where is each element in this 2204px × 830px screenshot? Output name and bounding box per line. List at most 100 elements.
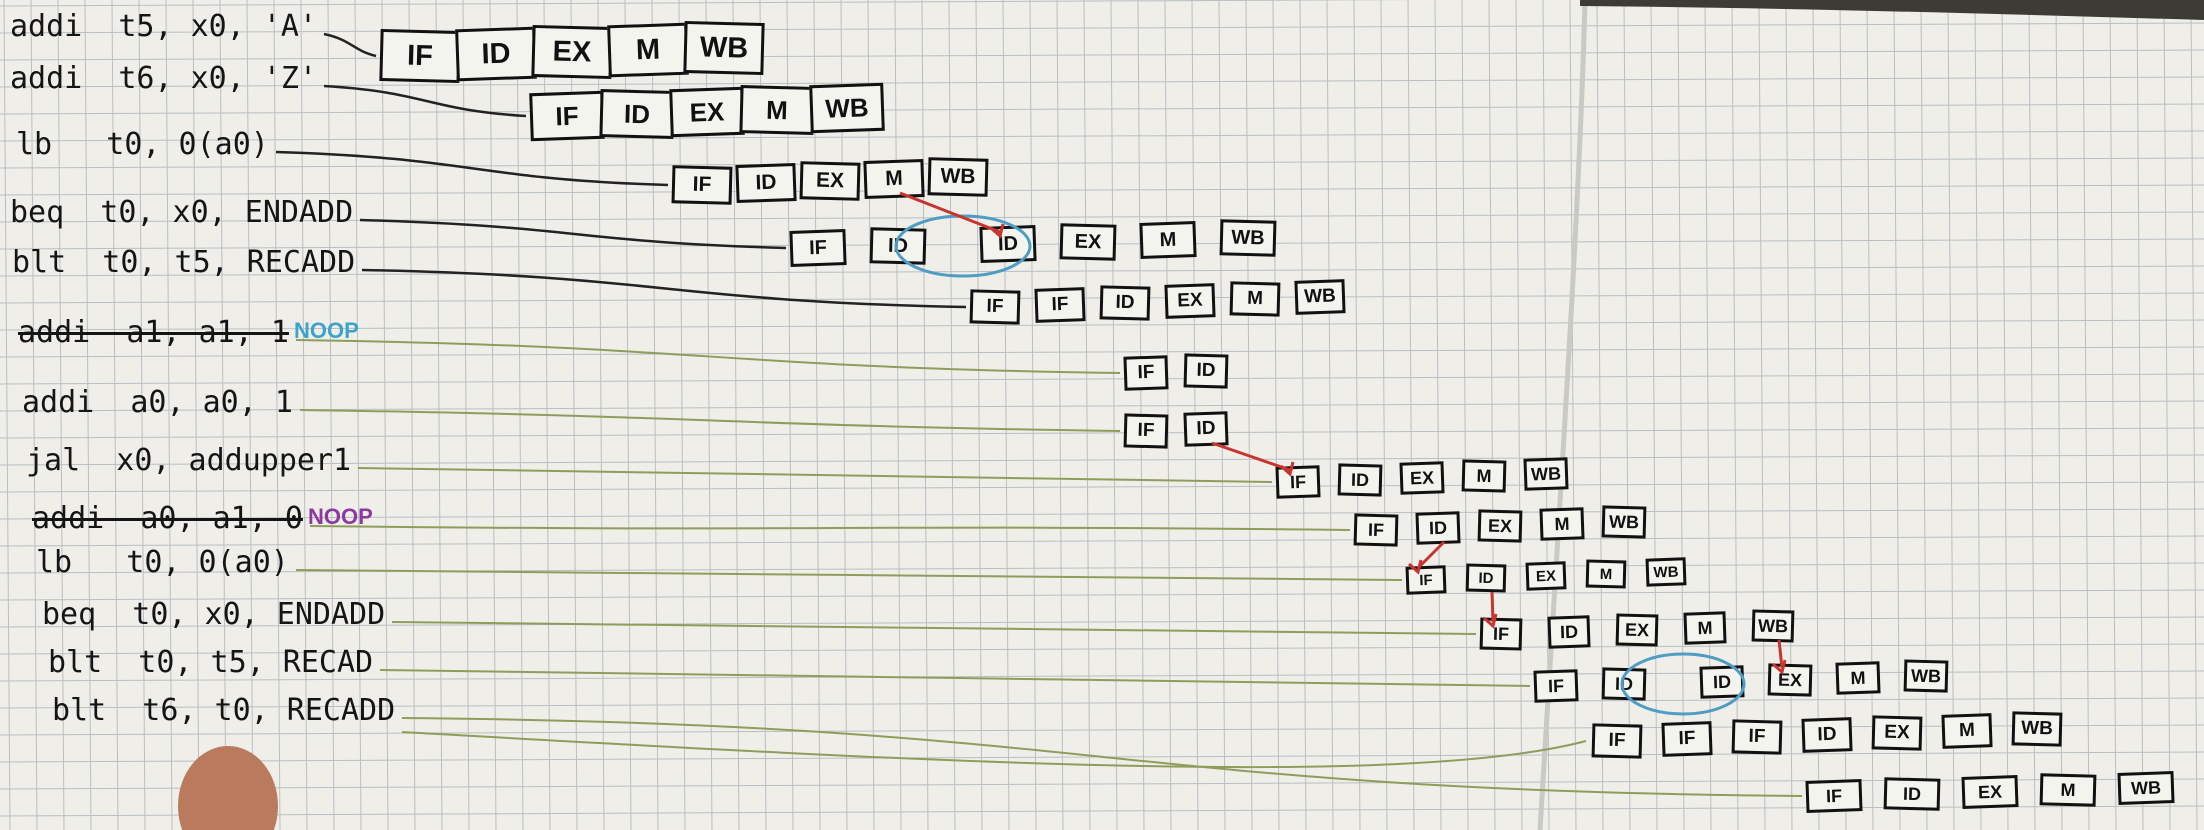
grid-line-horizontal: [0, 0, 1433, 7]
stage-if-box: IF: [1123, 413, 1169, 449]
stage-id-box: ID: [599, 89, 675, 139]
grid-line-vertical: [921, 0, 929, 830]
grid-line-vertical: [975, 0, 983, 830]
grid-line-horizontal: [0, 400, 2204, 412]
connector-line: [401, 717, 1803, 797]
grid-line-vertical: [1083, 0, 1091, 830]
stage-ex-box: EX: [531, 24, 613, 80]
grid-line-vertical: [84, 0, 92, 830]
instruction-line: addi a0, a0, 1: [22, 385, 293, 420]
connector-line: [379, 669, 1531, 687]
grid-line-vertical: [219, 0, 227, 830]
stage-ex-box: EX: [1477, 509, 1523, 543]
instruction-line: blt t0, t5, RECADD: [12, 245, 356, 280]
stage-id-box: ID: [1547, 615, 1591, 649]
grid-line-vertical: [948, 0, 956, 830]
grid-line-horizontal: [0, 184, 2204, 196]
stage-if-box: IF: [529, 90, 605, 142]
grid-line-vertical: [246, 0, 254, 830]
grid-line-vertical: [1758, 0, 1766, 830]
stage-if-box: IF: [1353, 513, 1399, 547]
stage-id-box: ID: [979, 225, 1037, 263]
instruction-line: addi a0, a1, 0: [32, 501, 303, 536]
grid-line-vertical: [138, 0, 146, 830]
stage-wb-box: WB: [2011, 711, 2063, 747]
grid-line-vertical: [462, 0, 470, 830]
stage-wb-box: WB: [927, 157, 989, 197]
grid-line-vertical: [894, 0, 902, 830]
grid-line-vertical: [1272, 0, 1280, 830]
stage-ex-box: EX: [669, 86, 745, 138]
grid-line-vertical: [1488, 0, 1496, 830]
grid-line-vertical: [2028, 0, 2036, 830]
grid-line-vertical: [111, 0, 119, 830]
stage-if-box: IF: [671, 165, 733, 205]
instruction-line: beq t0, x0, ENDADD: [10, 195, 354, 230]
stage-wb-box: WB: [683, 20, 765, 76]
stage-m-box: M: [1835, 661, 1881, 695]
grid-line-vertical: [1326, 0, 1334, 830]
connector-line: [357, 467, 1273, 483]
grid-line-horizontal: [0, 589, 2204, 601]
grid-line-vertical: [1002, 0, 1010, 830]
stage-id-box: ID: [1465, 563, 1507, 593]
stage-m-box: M: [863, 158, 925, 200]
stage-if-box: IF: [1661, 721, 1713, 757]
stage-ex-box: EX: [1961, 775, 2019, 809]
stage-m-box: M: [1585, 559, 1627, 589]
stage-m-box: M: [1139, 221, 1197, 259]
grid-line-vertical: [2136, 0, 2144, 830]
stage-ex-box: EX: [1164, 283, 1216, 319]
connector-line: [323, 32, 377, 58]
stage-if-box: IF: [1479, 617, 1523, 651]
finger: [178, 746, 278, 830]
stage-if-box: IF: [1591, 723, 1643, 759]
grid-line-vertical: [165, 0, 173, 830]
instruction-line: lb t0, 0(a0): [36, 545, 289, 580]
connector-line: [275, 150, 669, 187]
stage-if-box: IF: [1123, 355, 1169, 391]
stage-m-box: M: [739, 85, 815, 135]
grid-line-vertical: [30, 0, 38, 830]
stage-id-box: ID: [1699, 665, 1745, 699]
grid-line-vertical: [813, 0, 821, 830]
grid-line-vertical: [327, 0, 335, 830]
stage-m-box: M: [1941, 713, 1993, 749]
stage-wb-box: WB: [1523, 457, 1569, 491]
stage-wb-box: WB: [2117, 771, 2175, 805]
stage-if-box: IF: [1533, 669, 1579, 703]
connector-line: [299, 409, 1121, 432]
stage-m-box: M: [2039, 773, 2097, 807]
stage-if-box: IF: [1405, 565, 1447, 595]
grid-line-vertical: [867, 0, 875, 830]
grid-line-horizontal: [0, 103, 2204, 115]
grid-line-vertical: [1461, 0, 1469, 830]
grid-line-horizontal: [0, 373, 2204, 385]
grid-line-vertical: [732, 0, 740, 830]
grid-line-vertical: [273, 0, 281, 830]
grid-line-horizontal: [0, 346, 2204, 358]
stage-ex-box: EX: [1871, 715, 1923, 751]
grid-line-vertical: [1353, 0, 1361, 830]
stage-wb-box: WB: [809, 82, 885, 134]
instruction-line: blt t6, t0, RECADD: [52, 693, 396, 728]
stage-if-box: IF: [1731, 719, 1783, 755]
stage-m-box: M: [1461, 459, 1507, 493]
grid-line-horizontal: [0, 265, 2204, 277]
connector-line: [309, 525, 1351, 531]
connector-line: [401, 731, 1587, 769]
grid-line-vertical: [435, 0, 443, 830]
stage-id-box: ID: [1183, 353, 1229, 389]
grid-line-horizontal: [0, 643, 2204, 655]
stage-if-box: IF: [1275, 465, 1321, 499]
stage-wb-box: WB: [1903, 659, 1949, 693]
grid-line-horizontal: [0, 508, 2204, 520]
grid-line-horizontal: [0, 130, 2204, 142]
grid-line-vertical: [2082, 0, 2090, 830]
grid-line-horizontal: [0, 535, 2204, 547]
stage-wb-box: WB: [1751, 609, 1795, 643]
grid-line-vertical: [840, 0, 848, 830]
stage-wb-box: WB: [1601, 505, 1647, 539]
